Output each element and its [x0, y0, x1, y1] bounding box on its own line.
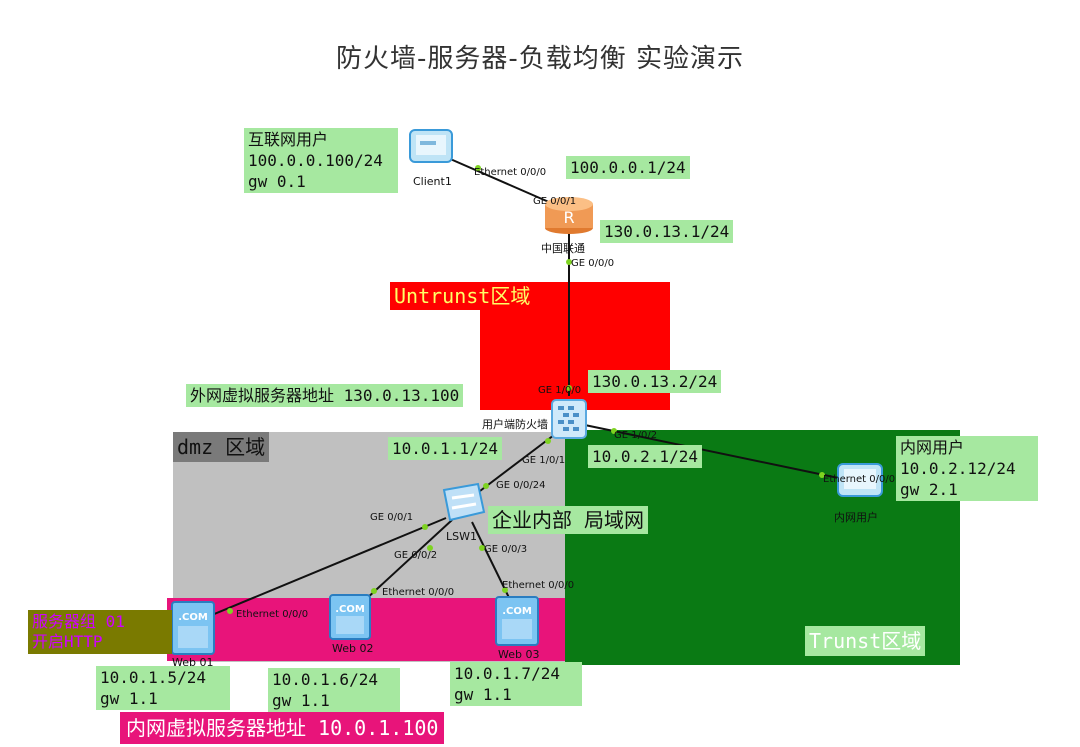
link-lsw-web01 [194, 517, 447, 623]
lan-label: 企业内部 局域网 [488, 506, 649, 534]
firewall-icon[interactable] [551, 399, 587, 439]
link-fw-pc [579, 423, 849, 481]
vip-external-label: 外网虚拟服务器地址 130.0.13.100 [186, 384, 464, 407]
port-web03-eth: Ethernet 0/0/0 [502, 580, 575, 591]
lsw1-name: LSW1 [446, 530, 477, 543]
link-fw-lsw [475, 431, 559, 495]
client1-icon[interactable] [409, 129, 453, 163]
web03-server-icon[interactable]: .COM [495, 596, 539, 646]
web01-server-icon[interactable]: .COM [171, 601, 215, 655]
isp-wan-ip-label: 130.0.13.1/24 [600, 220, 734, 243]
vip-internal-label: 内网虚拟服务器地址 10.0.1.100 [120, 712, 445, 744]
svg-text:.COM: .COM [335, 604, 365, 615]
port-fw-ge102: GE 1/0/2 [614, 430, 658, 441]
web01-ip-label: 10.0.1.5/24 gw 1.1 [96, 666, 230, 710]
port-client1-eth: Ethernet 0/0/0 [474, 167, 547, 178]
client1-name: Client1 [413, 175, 452, 188]
link-client-isp [447, 157, 559, 207]
inner-user-label: 内网用户 10.0.2.12/24 gw 2.1 [896, 436, 1038, 501]
isp-name: 中国联通 [541, 242, 585, 255]
isp-lan-ip-label: 100.0.0.1/24 [566, 156, 690, 179]
fw-trust-ip-label: 10.0.2.1/24 [588, 445, 702, 468]
web03-ip-label: 10.0.1.7/24 gw 1.1 [450, 662, 582, 706]
fw-dmz-ip-label: 10.0.1.1/24 [388, 437, 502, 460]
trust-zone-label: Trunst区域 [805, 626, 926, 656]
firewall-name: 用户端防火墙 [482, 418, 548, 431]
inner-pc-icon[interactable] [837, 463, 883, 497]
web01-name: Web 01 [172, 656, 214, 669]
dmz-zone-label: dmz 区域 [173, 432, 270, 462]
port-web02-eth: Ethernet 0/0/0 [382, 587, 455, 598]
port-fw-ge101: GE 1/0/1 [522, 455, 566, 466]
page-title: 防火墙-服务器-负载均衡 实验演示 [335, 44, 745, 74]
port-web01-eth: Ethernet 0/0/0 [236, 609, 309, 620]
svg-text:.COM: .COM [502, 606, 532, 617]
router-icon[interactable]: R [545, 197, 593, 234]
svg-text:.COM: .COM [178, 612, 208, 623]
trust-zone [565, 430, 960, 665]
web02-name: Web 02 [332, 642, 374, 655]
port-lsw-ge001: GE 0/0/1 [370, 512, 414, 523]
port-fw-ge100: GE 1/0/0 [538, 385, 582, 396]
port-lsw-ge003: GE 0/0/3 [484, 544, 528, 555]
inner-pc-name: 内网用户 [834, 511, 878, 524]
fw-wan-ip-label: 130.0.13.2/24 [588, 370, 722, 393]
router-glyph: R [563, 208, 574, 227]
port-lsw-ge0024: GE 0/0/24 [496, 480, 546, 491]
port-lsw-ge002: GE 0/0/2 [394, 550, 438, 561]
port-isp-ge001: GE 0/0/1 [533, 196, 577, 207]
internet-user-label: 互联网用户 100.0.0.100/24 gw 0.1 [244, 128, 398, 193]
untrust-zone-label: Untrunst区域 [390, 282, 535, 310]
port-isp-ge000: GE 0/0/0 [571, 258, 615, 269]
web02-ip-label: 10.0.1.6/24 gw 1.1 [268, 668, 400, 712]
server-group-label: 服务器组 01 开启HTTP [28, 610, 172, 654]
web02-server-icon[interactable]: .COM [329, 594, 371, 640]
web03-name: Web 03 [498, 648, 540, 661]
switch-icon[interactable] [442, 482, 486, 522]
port-inner-eth: Ethernet 0/0/0 [823, 474, 896, 485]
